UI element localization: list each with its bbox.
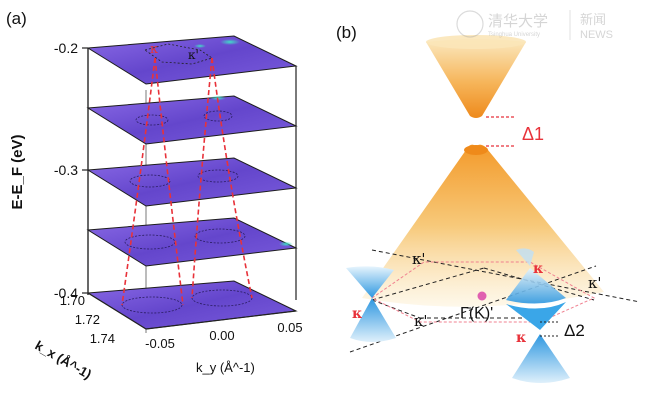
slice-1: κ κ'	[86, 35, 298, 85]
top-kappa-label: κ	[150, 42, 158, 57]
upper-cone	[426, 35, 526, 118]
panel-b-label: (b)	[336, 23, 357, 42]
right-blue-cones: κ κ	[506, 248, 570, 383]
university-seal-icon	[456, 10, 484, 38]
panel-b: (b) Δ1	[336, 23, 641, 383]
y-tick-label: -0.2	[54, 40, 78, 56]
kappa-prime-label-lower-left: κ'	[414, 312, 428, 330]
ky-axis-label: k_y (Å^-1)	[196, 360, 255, 375]
right-bottom-kappa-label: κ	[516, 330, 527, 346]
kx-tick-label: 1.70	[60, 293, 85, 308]
left-kappa-label: κ	[352, 306, 363, 322]
ky-axis: -0.05 0.00 0.05 k_y (Å^-1)	[145, 310, 303, 375]
panel-a: (a) κ κ'	[6, 9, 303, 382]
ky-tick-label: -0.05	[145, 336, 175, 351]
delta-2-label: Δ2	[564, 321, 585, 340]
slice-4	[86, 217, 298, 267]
pink-hexagon	[371, 261, 596, 323]
lower-orange-cone	[362, 144, 604, 307]
delta-1-marker: Δ1	[486, 116, 544, 147]
ky-tick-label: 0.05	[277, 320, 302, 335]
kx-tick-label: 1.74	[90, 331, 115, 346]
dispersion-dashed-lines	[121, 57, 253, 306]
kappa-prime-label-right: κ'	[588, 274, 602, 292]
watermark-university-en: Tsinghua University	[488, 32, 540, 38]
slice-2	[86, 95, 298, 145]
top-kappa-prime-label: κ'	[188, 48, 199, 62]
slice-3	[86, 157, 298, 207]
delta-2-marker: Δ2	[540, 321, 585, 340]
right-top-kappa-label: κ	[533, 261, 544, 277]
panel-a-label: (a)	[6, 9, 27, 28]
watermark-news-cn: 新闻	[580, 12, 606, 27]
left-blue-cones: κ	[346, 266, 396, 342]
watermark-news-en: NEWS	[580, 29, 613, 41]
watermark: 清华大学 Tsinghua University 新闻 NEWS	[456, 10, 613, 41]
ky-tick-label: 0.00	[209, 328, 234, 343]
top-hexagon	[144, 43, 213, 65]
kx-axis-label: k_x (Å^-1)	[33, 338, 95, 382]
y-axis: -0.2 -0.3 -0.4 E-E_F (eV)	[9, 40, 89, 301]
gamma-point-dot	[477, 291, 487, 301]
watermark-university: 清华大学	[488, 13, 548, 30]
slice-5	[86, 280, 298, 330]
kappa-prime-label-upper-left: κ'	[412, 250, 426, 268]
gamma-point-label: Γ̄(K)'	[460, 305, 493, 322]
y-axis-label: E-E_F (eV)	[9, 134, 26, 209]
y-tick-label: -0.4	[54, 285, 78, 301]
delta-1-label: Δ1	[522, 124, 544, 144]
y-tick-label: -0.3	[54, 162, 78, 178]
kx-tick-label: 1.72	[75, 312, 100, 327]
